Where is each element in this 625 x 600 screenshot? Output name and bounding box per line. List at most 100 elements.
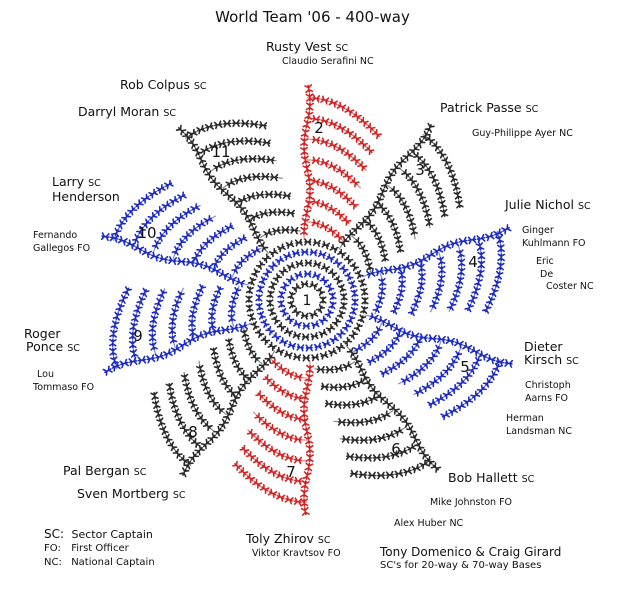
jumper: [341, 322, 352, 332]
jumper: [361, 297, 369, 305]
label-claudio-serafini: Claudio Serafini NC: [282, 56, 374, 67]
jumper: [283, 251, 293, 261]
jumper: [247, 276, 257, 286]
jumper: [350, 289, 359, 298]
jumper: [344, 271, 354, 282]
credit-names: Tony Domenico & Craig Girard: [380, 545, 562, 559]
jumper: [319, 296, 327, 304]
formation-core: [245, 238, 369, 362]
jumper: [304, 270, 312, 278]
jumper: [291, 249, 301, 258]
jumper: [321, 339, 331, 349]
sector-number-7: 7: [286, 463, 296, 481]
jumper: [348, 280, 357, 290]
jumper: [310, 320, 320, 330]
jumper: [327, 268, 338, 278]
jumper: [247, 312, 256, 322]
jumper: [296, 343, 305, 352]
jumper: [250, 321, 260, 331]
jumper: [324, 308, 334, 319]
sector-number-4: 4: [468, 253, 478, 271]
jumper: [255, 260, 266, 270]
jumper: [346, 314, 356, 324]
jumper: [272, 273, 283, 283]
jumper: [275, 346, 285, 356]
jumper: [278, 266, 289, 277]
jumper: [295, 259, 304, 268]
jumper: [268, 261, 278, 271]
jumper: [315, 286, 326, 296]
jumper: [337, 283, 347, 293]
label-toly-zhirov: Toly Zhirov SC: [246, 531, 331, 546]
sector-arm-3: [338, 122, 464, 273]
jumper: [331, 317, 342, 327]
jumper: [309, 310, 319, 320]
sector-number-8: 8: [188, 423, 198, 441]
jumper: [294, 270, 304, 280]
jumper: [285, 240, 295, 249]
jumper: [351, 298, 359, 306]
sector-arm-9: [102, 283, 252, 376]
label-viktor-kravtsov: Viktor Kravtsov FO: [252, 548, 341, 559]
jumper: [319, 351, 329, 360]
formation-arms: [100, 84, 514, 516]
jumper: [279, 337, 289, 347]
jumper: [291, 307, 302, 317]
jumper: [301, 248, 309, 256]
jumper: [336, 329, 346, 339]
jumper: [283, 327, 294, 337]
jumper: [325, 253, 335, 263]
jumper: [276, 322, 287, 332]
base-captains-credit: Tony Domenico & Craig Girard SC's for 20…: [380, 545, 561, 573]
jumper: [283, 350, 293, 360]
jumper: [349, 261, 360, 272]
jumper: [328, 301, 337, 310]
jumper: [329, 244, 339, 254]
jumper: [268, 281, 278, 291]
jumper: [343, 254, 354, 265]
sector-arm-11: [175, 119, 301, 255]
jumper: [339, 264, 349, 275]
label-julie-nichol: Julie Nichol SC: [505, 197, 591, 212]
jumper: [333, 275, 343, 285]
jumper: [336, 309, 346, 319]
jumper: [313, 342, 323, 351]
sector-arm-5: [352, 312, 514, 421]
jumper: [280, 281, 290, 292]
jumper: [318, 328, 328, 338]
jumper: [340, 293, 348, 301]
credit-note: SC's for 20-way & 70-way Bases: [380, 560, 542, 571]
jumper: [276, 243, 286, 253]
jumper: [315, 304, 326, 314]
jumper: [358, 278, 367, 288]
label-rusty-vest: Rusty Vest SC: [266, 39, 349, 54]
label-bob-hallett: Bob Hallett SC: [448, 470, 535, 485]
jumper: [300, 280, 309, 289]
sector-arm-2: [299, 84, 382, 242]
jumper: [304, 259, 313, 267]
jumper: [357, 314, 367, 324]
sector-arm-7: [232, 358, 315, 516]
jumper: [292, 331, 302, 340]
jumper: [277, 290, 286, 299]
jumper: [319, 275, 329, 286]
jumper: [265, 325, 275, 336]
jumper: [328, 347, 338, 357]
jumper: [300, 311, 309, 320]
sector-number-11: 11: [211, 143, 230, 161]
jumper: [245, 304, 254, 313]
jumper: [318, 315, 328, 326]
jumper: [257, 310, 266, 320]
jumper: [261, 253, 272, 264]
jumper: [349, 306, 358, 316]
role-legend: SC: Sector Captain FO: First Officer NC:…: [44, 527, 155, 570]
